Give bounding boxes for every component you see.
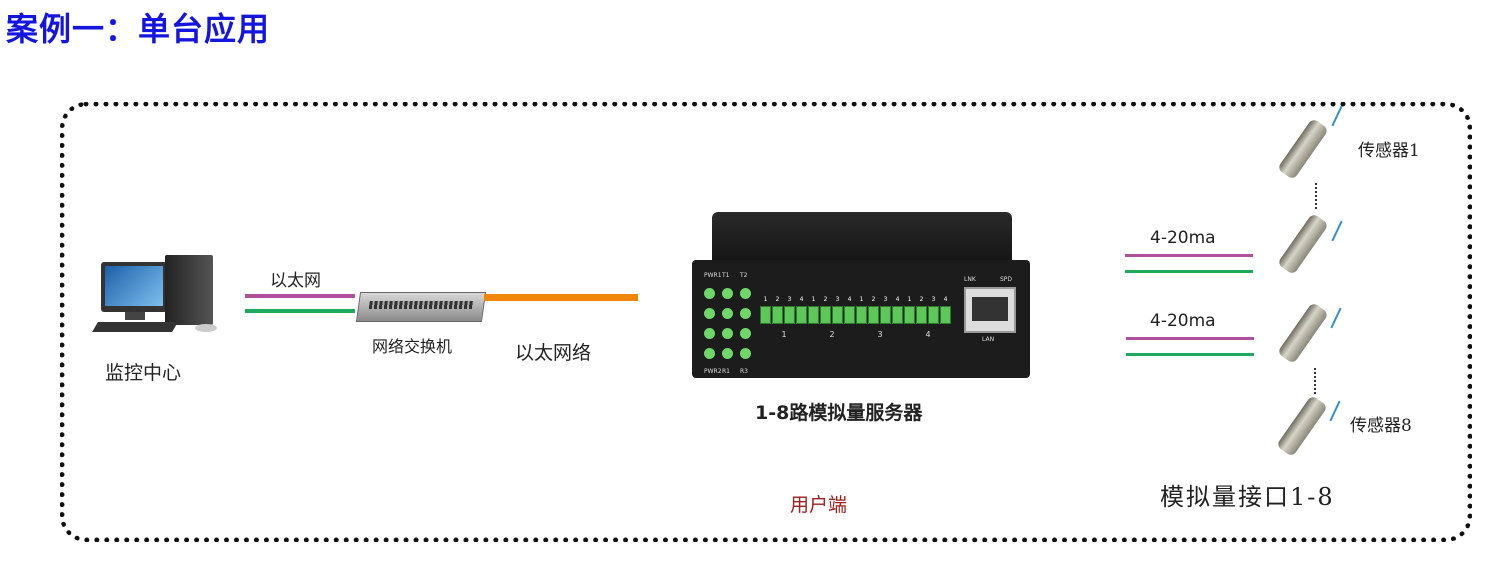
ethernet-label: 以太网 xyxy=(270,271,321,291)
monitor-center-label: 监控中心 xyxy=(105,362,182,384)
lan-port[interactable] xyxy=(964,287,1016,333)
spd-label: SPD xyxy=(1000,276,1013,283)
terminal[interactable] xyxy=(892,306,903,324)
led xyxy=(704,308,715,319)
terminal[interactable] xyxy=(832,306,843,324)
ethernet-line-green xyxy=(245,309,355,313)
signal-label-1: 4-20ma xyxy=(1150,228,1216,248)
analog-interface-label: 模拟量接口1-8 xyxy=(1160,483,1335,511)
terminal[interactable] xyxy=(868,306,879,324)
signal-line-purple xyxy=(1126,337,1254,340)
led xyxy=(740,348,751,359)
led xyxy=(740,308,751,319)
led-label: PWR2 xyxy=(704,368,722,375)
terminal[interactable] xyxy=(796,306,807,324)
terminal[interactable] xyxy=(784,306,795,324)
lnk-label: LNK xyxy=(964,276,976,283)
signal-label-2: 4-20ma xyxy=(1150,311,1216,331)
led-label: T2 xyxy=(740,272,748,279)
led-label: R3 xyxy=(740,368,748,375)
group-number: 2 xyxy=(829,330,835,339)
port-number: 4 xyxy=(847,296,852,303)
ethernet-line-purple xyxy=(245,294,355,298)
led xyxy=(704,288,715,299)
led xyxy=(704,328,715,339)
port-number: 1 xyxy=(763,296,768,303)
lan-label: LAN xyxy=(982,336,995,343)
port-number: 4 xyxy=(799,296,804,303)
user-site-boundary xyxy=(60,102,1472,542)
terminal[interactable] xyxy=(844,306,855,324)
switch-icon xyxy=(355,292,487,322)
port-number: 1 xyxy=(859,296,864,303)
port-number: 4 xyxy=(943,296,948,303)
port-number: 3 xyxy=(787,296,792,303)
led xyxy=(722,348,733,359)
ethernet-network-label: 以太网络 xyxy=(515,342,592,364)
port-number: 2 xyxy=(775,296,780,303)
port-number: 2 xyxy=(919,296,924,303)
ethernet-network-line xyxy=(484,294,638,301)
user-end-label: 用户端 xyxy=(790,494,848,516)
sensor-1-label: 传感器1 xyxy=(1358,141,1420,161)
signal-line-purple xyxy=(1125,254,1253,257)
signal-line-green xyxy=(1125,270,1253,273)
port-number: 3 xyxy=(883,296,888,303)
led xyxy=(740,288,751,299)
port-number: 2 xyxy=(823,296,828,303)
led xyxy=(722,288,733,299)
terminal[interactable] xyxy=(880,306,891,324)
led xyxy=(704,348,715,359)
port-number: 1 xyxy=(811,296,816,303)
switch-label: 网络交换机 xyxy=(372,337,453,356)
led-label: T1 xyxy=(722,272,730,279)
led-label: PWR1 xyxy=(704,272,722,279)
group-number: 1 xyxy=(781,330,787,339)
led-label: R1 xyxy=(722,368,730,375)
port-number: 2 xyxy=(871,296,876,303)
computer-icon xyxy=(92,250,235,340)
terminal[interactable] xyxy=(940,306,951,324)
ellipsis-dots xyxy=(1314,368,1316,394)
led xyxy=(722,308,733,319)
ellipsis-dots xyxy=(1315,183,1317,209)
signal-line-green xyxy=(1126,353,1254,356)
terminal[interactable] xyxy=(772,306,783,324)
page-title: 案例一：单台应用 xyxy=(6,10,271,48)
group-number: 4 xyxy=(925,330,931,339)
terminal[interactable] xyxy=(760,306,771,324)
port-number: 1 xyxy=(907,296,912,303)
terminal[interactable] xyxy=(856,306,867,324)
sensor-8-label: 传感器8 xyxy=(1350,416,1412,436)
terminal[interactable] xyxy=(820,306,831,324)
led xyxy=(740,328,751,339)
terminal[interactable] xyxy=(916,306,927,324)
group-number: 3 xyxy=(877,330,883,339)
port-number: 3 xyxy=(835,296,840,303)
port-number: 4 xyxy=(895,296,900,303)
terminal[interactable] xyxy=(904,306,915,324)
terminal[interactable] xyxy=(928,306,939,324)
port-number: 3 xyxy=(931,296,936,303)
led xyxy=(722,328,733,339)
device-name: 1-8路模拟量服务器 xyxy=(755,402,923,424)
terminal[interactable] xyxy=(808,306,819,324)
